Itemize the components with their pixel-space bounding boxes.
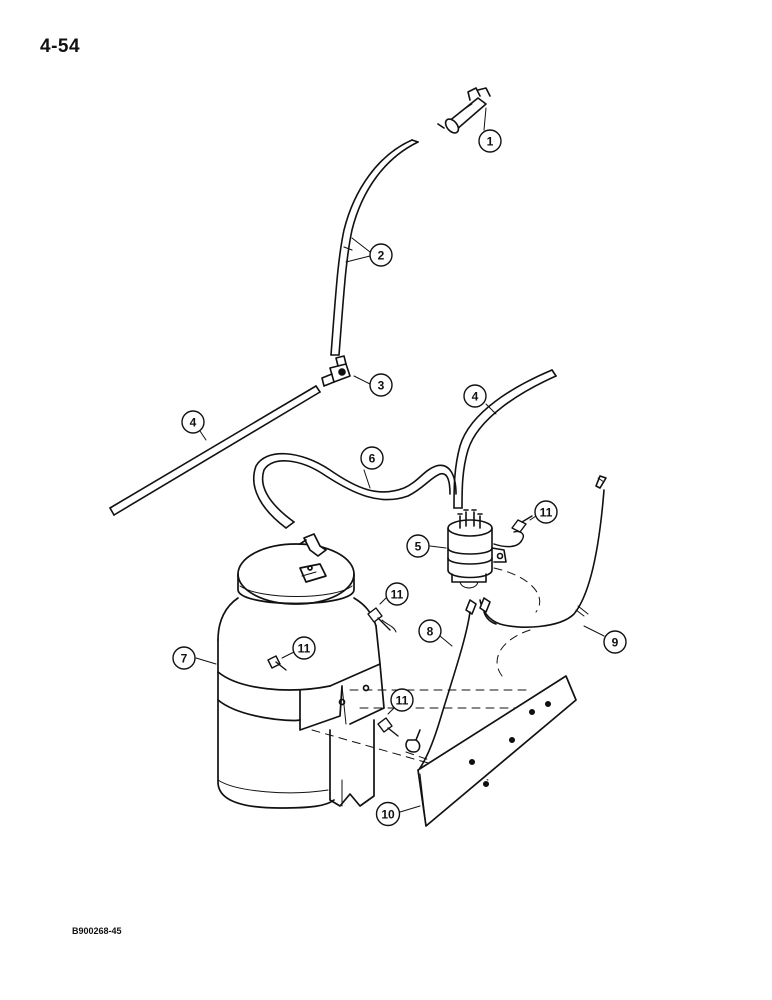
- leader-6: [363, 469, 371, 489]
- leader-11d: [387, 707, 395, 715]
- callout-9: 9: [603, 630, 627, 654]
- dashed-routing: [493, 567, 541, 677]
- washer-pump-part: [447, 509, 507, 589]
- callout-1: 1: [478, 129, 502, 153]
- callout-7: 7: [172, 646, 196, 670]
- leader-3: [353, 375, 371, 385]
- svg-text:2: 2: [378, 249, 385, 263]
- leader-9: [583, 625, 605, 637]
- leader-7: [195, 657, 217, 665]
- pump-ground-screw: [493, 515, 533, 548]
- plate-screw: [377, 717, 399, 737]
- svg-text:11: 11: [298, 642, 311, 656]
- callout-8: 8: [418, 619, 442, 643]
- svg-text:1: 1: [487, 135, 494, 149]
- svg-text:4: 4: [190, 416, 197, 430]
- leader-10: [399, 805, 421, 813]
- callout-11-tank-left: 11: [292, 636, 316, 660]
- callout-10: 10: [375, 801, 401, 827]
- leader-2b: [345, 255, 371, 263]
- callout-4-left: 4: [181, 410, 205, 434]
- svg-text:11: 11: [396, 694, 409, 708]
- callout-11-plate: 11: [390, 688, 414, 712]
- tank-screw-top: [367, 607, 397, 633]
- svg-text:10: 10: [381, 808, 395, 822]
- svg-text:6: 6: [369, 452, 376, 466]
- callout-11-tank-top: 11: [385, 582, 409, 606]
- svg-text:4: 4: [472, 390, 479, 404]
- leader-11c: [379, 597, 387, 605]
- callout-5: 5: [406, 534, 430, 558]
- callout-4-right: 4: [463, 384, 487, 408]
- leader-2a: [351, 237, 371, 253]
- wire-harness-9: [479, 475, 607, 628]
- svg-text:9: 9: [612, 636, 619, 650]
- svg-text:7: 7: [181, 652, 188, 666]
- nozzle-part: [437, 87, 491, 134]
- page-number: 4-54: [40, 36, 81, 57]
- hose-left: [109, 385, 321, 516]
- leader-5: [429, 545, 447, 549]
- leader-11b: [281, 651, 295, 659]
- callout-6: 6: [360, 446, 384, 470]
- svg-text:3: 3: [378, 379, 385, 393]
- reservoir-tank-part: [217, 533, 385, 809]
- tank-screw-left: [267, 655, 287, 671]
- ground-wire-8: [405, 597, 497, 769]
- hose-pump-to-tank: [252, 452, 457, 529]
- check-valve-part: [321, 355, 351, 387]
- callout-11-pump: 11: [534, 500, 558, 524]
- hose-right: [453, 369, 557, 509]
- figure-code: B900268-45: [72, 926, 122, 936]
- callout-2: 2: [369, 243, 393, 267]
- leader-8: [439, 635, 453, 647]
- svg-text:11: 11: [391, 588, 404, 602]
- svg-text:11: 11: [540, 506, 553, 520]
- svg-text:8: 8: [427, 625, 434, 639]
- leader-1: [483, 107, 487, 131]
- hose-upper: [330, 139, 419, 356]
- svg-text:5: 5: [415, 540, 422, 554]
- leader-4b: [485, 403, 497, 415]
- mounting-plate-part: [417, 675, 577, 827]
- leader-11a: [529, 515, 537, 521]
- callout-3: 3: [369, 373, 393, 397]
